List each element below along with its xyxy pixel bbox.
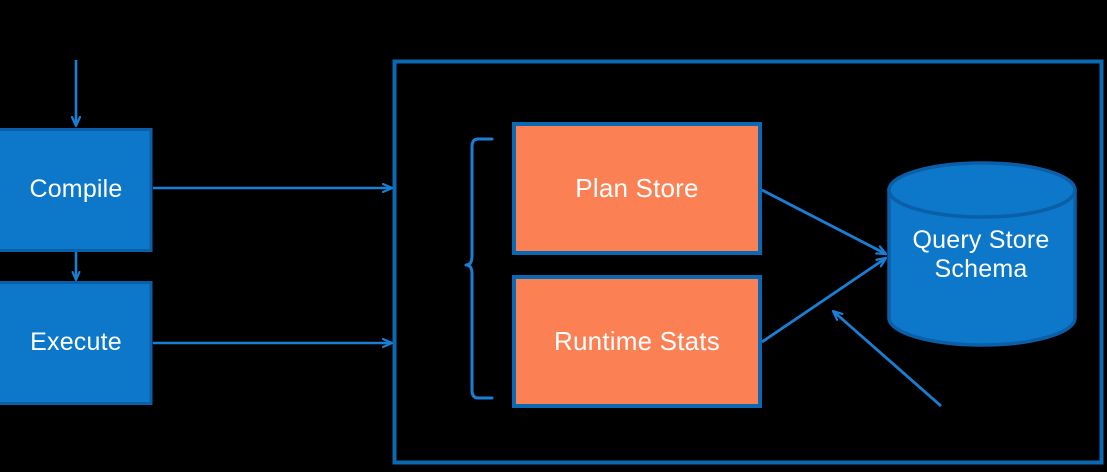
query-store-container bbox=[392, 59, 1104, 465]
runtime-stats-box[interactable] bbox=[512, 275, 762, 408]
query-store-schema-cylinder[interactable] bbox=[887, 161, 1077, 347]
execute-box[interactable] bbox=[0, 281, 153, 405]
cylinder-top bbox=[887, 161, 1077, 219]
external-to-schema-arrow bbox=[833, 311, 942, 408]
runtime-stats-to-schema-arrow bbox=[761, 256, 886, 344]
compile-box[interactable] bbox=[0, 128, 153, 252]
cylinder-body bbox=[887, 188, 1077, 347]
plan-store-to-schema-arrow bbox=[761, 188, 886, 256]
plan-store-box[interactable] bbox=[512, 122, 762, 255]
grouping-brace bbox=[464, 137, 494, 400]
